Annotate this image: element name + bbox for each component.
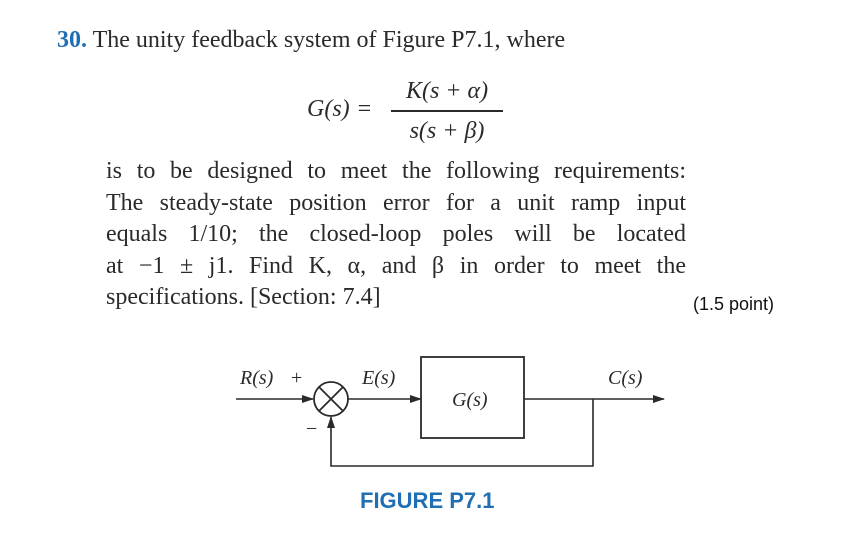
problem-number: 30.	[57, 27, 87, 53]
transfer-function-equation: G(s) = K(s + α) s(s + β)	[307, 74, 507, 154]
output-label: C(s)	[608, 367, 643, 389]
points-label: (1.5 point)	[693, 294, 775, 314]
problem-body: is to be designed to meet the following …	[106, 156, 686, 314]
problem-intro: The unity feedback system of Figure P7.1…	[92, 27, 566, 53]
block-label: G(s)	[452, 389, 488, 411]
fraction-bar	[391, 110, 503, 112]
body-line: is to be designed to meet the following …	[106, 158, 686, 184]
plant-block	[420, 356, 525, 439]
equation-lhs: G(s) =	[307, 96, 371, 123]
body-line: at −1 ± j1. Find K, α, and β in order to…	[106, 252, 686, 279]
body-line: The steady-state position error for a un…	[106, 189, 686, 216]
plus-sign: +	[291, 367, 302, 389]
input-label: R(s)	[239, 367, 274, 389]
minus-sign: −	[306, 418, 317, 440]
error-label: E(s)	[361, 367, 396, 389]
equation-equals-sign: =	[357, 96, 372, 122]
feedback-path-line	[327, 399, 594, 467]
summing-junction-icon	[313, 381, 349, 417]
equation-denominator: s(s + β)	[409, 117, 485, 144]
problem-header: 30. The unity feedback system of Figure …	[57, 24, 565, 56]
equation-fraction: K(s + α) s(s + β)	[391, 74, 503, 148]
body-line: equals 1/10; the closed-loop poles will …	[106, 221, 686, 247]
figure-caption: FIGURE P7.1	[360, 488, 495, 513]
equation-numerator: K(s + α)	[405, 78, 489, 104]
equation-lhs-text: G(s)	[307, 96, 350, 122]
body-line: specifications. [Section: 7.4]	[106, 284, 381, 310]
